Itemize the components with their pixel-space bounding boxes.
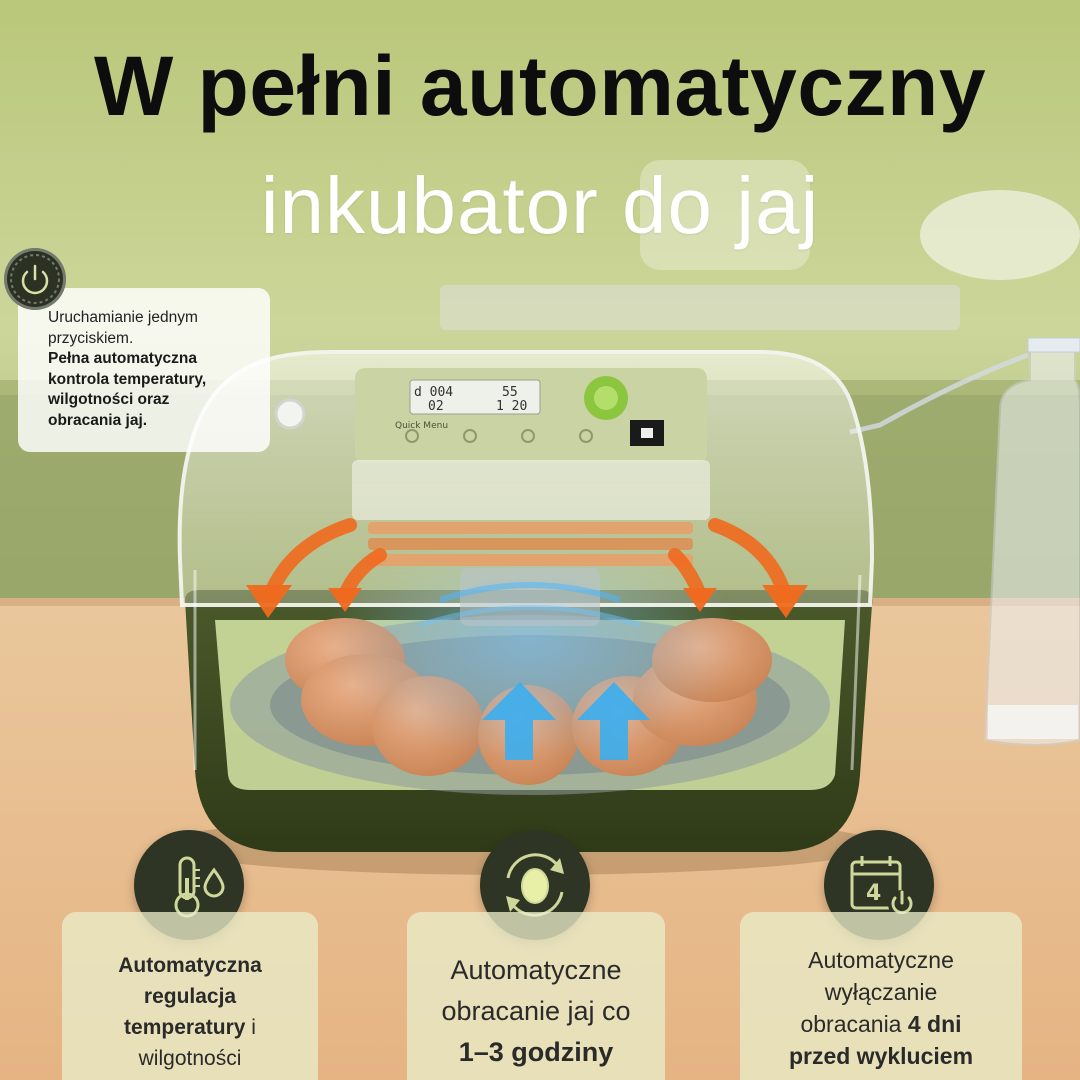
callout-bold-4: obracania jaj. (48, 411, 148, 429)
lcd-row1: d 004 (414, 385, 453, 400)
water-bottle (849, 337, 1080, 746)
feature-1-bold-1: Automatyczna (118, 954, 262, 977)
feature-1-bold-3: temperatury (124, 1016, 246, 1039)
one-button-callout: Uruchamianie jednym przyciskiem. Pełna a… (18, 288, 270, 452)
pot-blur (640, 160, 810, 270)
feature-3-text-2: wyłączanie (824, 979, 938, 1005)
feature-3-text-3: obracania (800, 1011, 902, 1037)
lcd-screen (409, 379, 541, 415)
feature-temperature: Automatyczna regulacja temperatury i wil… (62, 912, 318, 1080)
feature-1-bold-2: regulacja (143, 985, 237, 1008)
headline-title: W pełni automatyczny (93, 39, 987, 133)
callout-bold-2: kontrola temperatury, (48, 370, 207, 388)
water-drop-icon (203, 867, 225, 898)
lcd-row2-right: 1 20 (496, 399, 527, 414)
vent-hole (274, 398, 306, 430)
callout-text-2: przyciskiem. (48, 329, 134, 347)
bowl-blur (920, 190, 1080, 280)
callout-text-1: Uruchamianie jednym (48, 309, 198, 326)
stove-blur (440, 285, 960, 330)
heater-coil (368, 522, 693, 626)
calendar-power-icon: 4 (850, 856, 916, 918)
feature-2-text-1: Automatyczne (450, 955, 622, 985)
heat-arrowheads (246, 585, 808, 618)
headline-subtitle: inkubator do jaj (260, 161, 820, 250)
lcd-row2: 02 (428, 399, 444, 414)
feature-3-text-1: Automatyczne (808, 947, 954, 973)
feature-2-text-2: obracanie jaj co (441, 996, 631, 1026)
callout-bold-1: Pełna automatyczna (48, 350, 198, 367)
lcd-row1-right: 55 (502, 385, 518, 400)
feature-auto-stop: Automatyczne wyłączanie obracania 4 dni … (740, 912, 1022, 1080)
feature-1-text-2: wilgotności (138, 1047, 242, 1070)
feature-3-bold-1: 4 dni (907, 1011, 962, 1037)
panel-label: Quick Menu (395, 421, 448, 431)
calendar-number: 4 (866, 881, 881, 906)
air-flow-arrows (419, 582, 650, 760)
feature-1-text-1: i (251, 1016, 256, 1039)
feature-3-bold-2: przed wykluciem (788, 1043, 974, 1069)
callout-bold-3: wilgotności oraz (48, 391, 170, 408)
power-icon (4, 248, 66, 310)
feature-egg-turning: Automatyczne obracanie jaj co 1–3 godzin… (407, 912, 665, 1080)
feature-2-bold-1: 1–3 godziny (458, 1037, 614, 1067)
control-panel: d 004 55 02 1 20 Quick Menu (352, 368, 710, 520)
